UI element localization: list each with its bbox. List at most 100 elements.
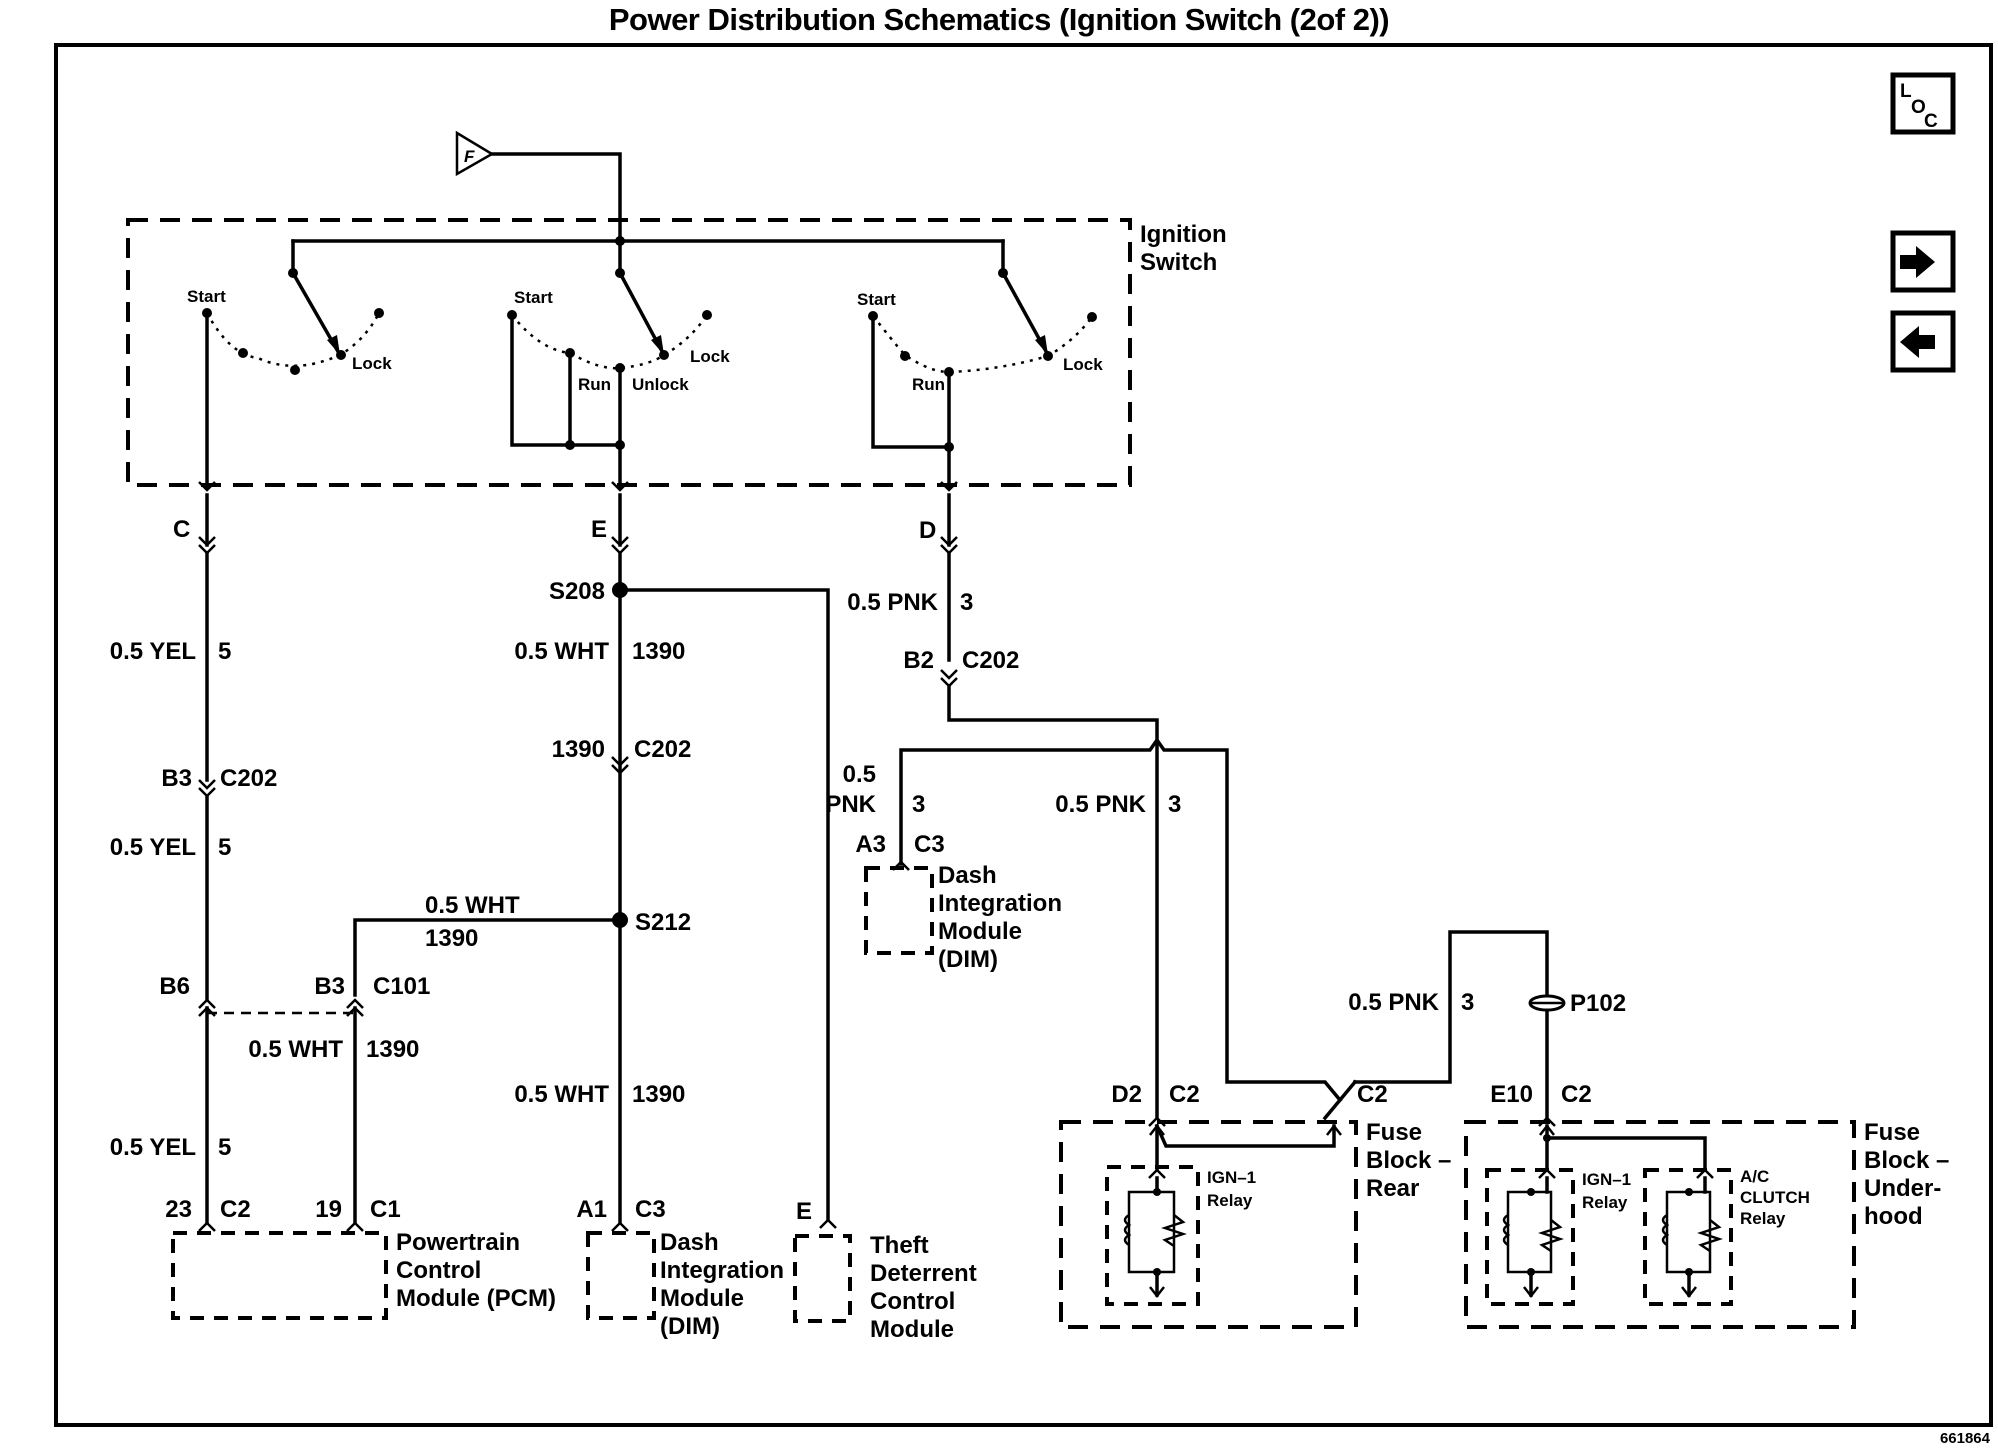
svg-text:Integration: Integration: [938, 890, 1062, 917]
fuse-block-rear: D2 C2 C2 Fuse Block – Rear IGN–1 Relay: [1059, 1081, 1451, 1329]
ign1-relay-rear: IGN–1 Relay: [1105, 1165, 1256, 1306]
svg-text:B3: B3: [161, 765, 192, 792]
svg-text:Start: Start: [857, 290, 896, 309]
svg-text:A/C: A/C: [1740, 1167, 1769, 1186]
svg-text:C3: C3: [914, 831, 945, 858]
output-connector-e: E: [591, 481, 629, 555]
page-title: Power Distribution Schematics (Ignition …: [608, 2, 1390, 37]
diagram-frame: [54, 43, 1993, 1427]
svg-text:Relay: Relay: [1740, 1209, 1786, 1228]
svg-text:C101: C101: [373, 973, 430, 1000]
pcm-connectors: 23 C2 19 C1: [165, 1196, 401, 1232]
svg-text:C: C: [1924, 111, 1938, 132]
svg-text:E10: E10: [1490, 1081, 1533, 1108]
arrow-left-icon: [1900, 326, 1935, 358]
svg-text:5: 5: [218, 834, 231, 861]
svg-text:D: D: [919, 517, 936, 544]
svg-text:1390: 1390: [425, 925, 478, 952]
svg-text:hood: hood: [1864, 1203, 1923, 1230]
theft-connector: E: [796, 1198, 837, 1229]
svg-text:B3: B3: [314, 973, 345, 1000]
svg-text:0.5 WHT: 0.5 WHT: [425, 892, 520, 919]
svg-text:B6: B6: [159, 973, 190, 1000]
svg-text:Deterrent: Deterrent: [870, 1260, 977, 1287]
switch-section-2: Start Run Unlock Lock: [507, 239, 730, 490]
loc-button[interactable]: L O C: [1890, 72, 1956, 135]
svg-text:Fuse: Fuse: [1366, 1119, 1422, 1146]
svg-text:(DIM): (DIM): [938, 946, 998, 973]
svg-text:0.5 WHT: 0.5 WHT: [248, 1036, 343, 1063]
svg-text:C202: C202: [962, 647, 1019, 674]
svg-text:Fuse: Fuse: [1864, 1119, 1920, 1146]
svg-text:C3: C3: [635, 1196, 666, 1223]
next-page-button[interactable]: [1890, 230, 1956, 293]
svg-text:Rear: Rear: [1366, 1175, 1419, 1202]
ignition-switch: Ignition Switch F Start Lock: [126, 130, 1227, 490]
svg-text:1390: 1390: [366, 1036, 419, 1063]
svg-text:Start: Start: [187, 287, 226, 306]
svg-text:Block –: Block –: [1864, 1147, 1949, 1174]
loc-icon: L O C: [1900, 81, 1938, 132]
circuit-d-pnk: 0.5 PNK 3 B2 C202 0.5 PNK 3 0.5 PNK 3 A3…: [825, 551, 1626, 1121]
svg-text:Block –: Block –: [1366, 1147, 1451, 1174]
svg-text:0.5 PNK: 0.5 PNK: [1055, 791, 1146, 818]
svg-text:3: 3: [960, 589, 973, 616]
splice-pack-p102: [1528, 994, 1566, 1012]
svg-text:Lock: Lock: [1063, 355, 1103, 374]
svg-text:5: 5: [218, 1134, 231, 1161]
svg-text:C2: C2: [1561, 1081, 1592, 1108]
arrow-right-icon: [1900, 246, 1935, 278]
switch-section-3: Start Run Lock: [857, 239, 1103, 490]
svg-text:Run: Run: [578, 375, 611, 394]
dim-module-mid: Dash Integration Module (DIM): [864, 862, 1062, 973]
svg-text:Unlock: Unlock: [632, 375, 689, 394]
document-number: 661864: [1939, 1430, 1990, 1447]
svg-text:0.5 PNK: 0.5 PNK: [1348, 989, 1439, 1016]
svg-text:C2: C2: [220, 1196, 251, 1223]
svg-text:23: 23: [165, 1196, 192, 1223]
svg-text:O: O: [1911, 97, 1926, 118]
svg-text:C1: C1: [370, 1196, 401, 1223]
svg-text:Module: Module: [870, 1316, 954, 1343]
svg-text:0.5 WHT: 0.5 WHT: [514, 1081, 609, 1108]
svg-text:Lock: Lock: [352, 354, 392, 373]
svg-text:Module (PCM): Module (PCM): [396, 1285, 556, 1312]
svg-text:0.5 WHT: 0.5 WHT: [514, 638, 609, 665]
svg-text:D2: D2: [1111, 1081, 1142, 1108]
input-connector-f: F: [455, 130, 495, 177]
svg-text:0.5 YEL: 0.5 YEL: [110, 1134, 196, 1161]
svg-text:(DIM): (DIM): [660, 1313, 720, 1340]
svg-text:Integration: Integration: [660, 1257, 784, 1284]
dim-module-bottom: Dash Integration Module (DIM): [586, 1229, 784, 1340]
output-connector-c: C: [173, 481, 216, 555]
svg-text:1390: 1390: [552, 736, 605, 763]
svg-text:Under-: Under-: [1864, 1175, 1941, 1202]
prev-page-button[interactable]: [1890, 310, 1956, 373]
svg-text:Dash: Dash: [660, 1229, 719, 1256]
svg-text:0.5 YEL: 0.5 YEL: [110, 638, 196, 665]
svg-text:0.5 YEL: 0.5 YEL: [110, 834, 196, 861]
pcm-module: Powertrain Control Module (PCM): [171, 1229, 556, 1320]
svg-text:5: 5: [218, 638, 231, 665]
fuse-block-underhood: E10 C2 Fuse Block – Under- hood IGN–1 Re…: [1464, 1081, 1949, 1329]
ac-clutch-relay: A/C CLUTCH Relay: [1643, 1167, 1810, 1306]
switch-section-1: Start Lock: [187, 239, 392, 490]
svg-text:C: C: [173, 516, 190, 543]
svg-text:Module: Module: [938, 918, 1022, 945]
svg-text:A1: A1: [576, 1196, 607, 1223]
svg-text:Control: Control: [396, 1257, 481, 1284]
ign1-relay-underhood: IGN–1 Relay: [1485, 1168, 1631, 1306]
svg-text:Theft: Theft: [870, 1232, 929, 1259]
svg-text:CLUTCH: CLUTCH: [1740, 1188, 1810, 1207]
svg-text:Control: Control: [870, 1288, 955, 1315]
svg-text:IGN–1: IGN–1: [1582, 1170, 1631, 1189]
svg-text:1390: 1390: [632, 638, 685, 665]
svg-text:Module: Module: [660, 1285, 744, 1312]
svg-text:Ignition: Ignition: [1140, 221, 1227, 248]
svg-text:0.5 PNK: 0.5 PNK: [847, 589, 938, 616]
circuit-e-wht: S208 0.5 WHT 1390 1390 C202 S212 0.5 WHT…: [248, 551, 830, 1225]
svg-text:3: 3: [1461, 989, 1474, 1016]
svg-text:E: E: [796, 1198, 812, 1225]
svg-text:S208: S208: [549, 578, 605, 605]
